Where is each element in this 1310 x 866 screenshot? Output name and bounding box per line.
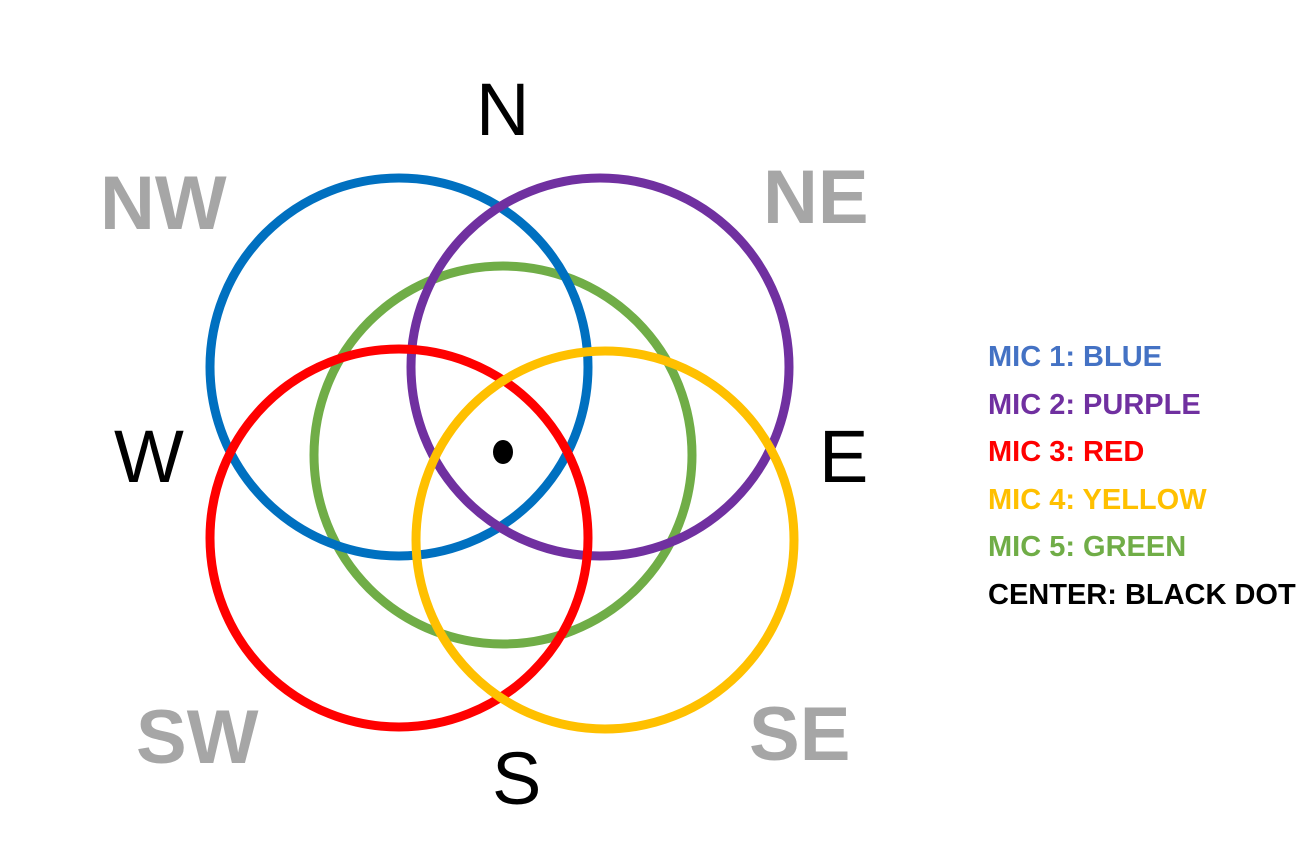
legend-item-mic-4: MIC 4: YELLOW bbox=[988, 483, 1207, 516]
direction-south: S bbox=[492, 737, 542, 820]
direction-east: E bbox=[819, 415, 869, 498]
direction-west: W bbox=[114, 415, 184, 498]
legend: MIC 1: BLUE MIC 2: PURPLE MIC 3: RED MIC… bbox=[988, 340, 1296, 625]
legend-item-mic-3: MIC 3: RED bbox=[988, 436, 1145, 468]
mic-3-red-circle bbox=[205, 344, 593, 732]
legend-item-mic-1: MIC 1: BLUE bbox=[988, 341, 1162, 373]
center-black-dot bbox=[493, 440, 513, 464]
direction-north: N bbox=[476, 68, 530, 151]
legend-item-mic-5: MIC 5: GREEN bbox=[988, 531, 1187, 563]
mic-5-green-circle bbox=[309, 261, 697, 649]
direction-southeast: SE bbox=[749, 692, 851, 777]
direction-northwest: NW bbox=[100, 161, 227, 246]
legend-item-center: CENTER: BLACK DOT bbox=[988, 578, 1296, 611]
direction-northeast: NE bbox=[763, 155, 869, 240]
direction-southwest: SW bbox=[136, 695, 259, 780]
mic-1-blue-circle bbox=[205, 173, 593, 561]
mic-4-yellow-circle bbox=[411, 346, 799, 734]
legend-item-mic-2: MIC 2: PURPLE bbox=[988, 388, 1201, 421]
mic-2-purple-circle bbox=[406, 173, 794, 561]
